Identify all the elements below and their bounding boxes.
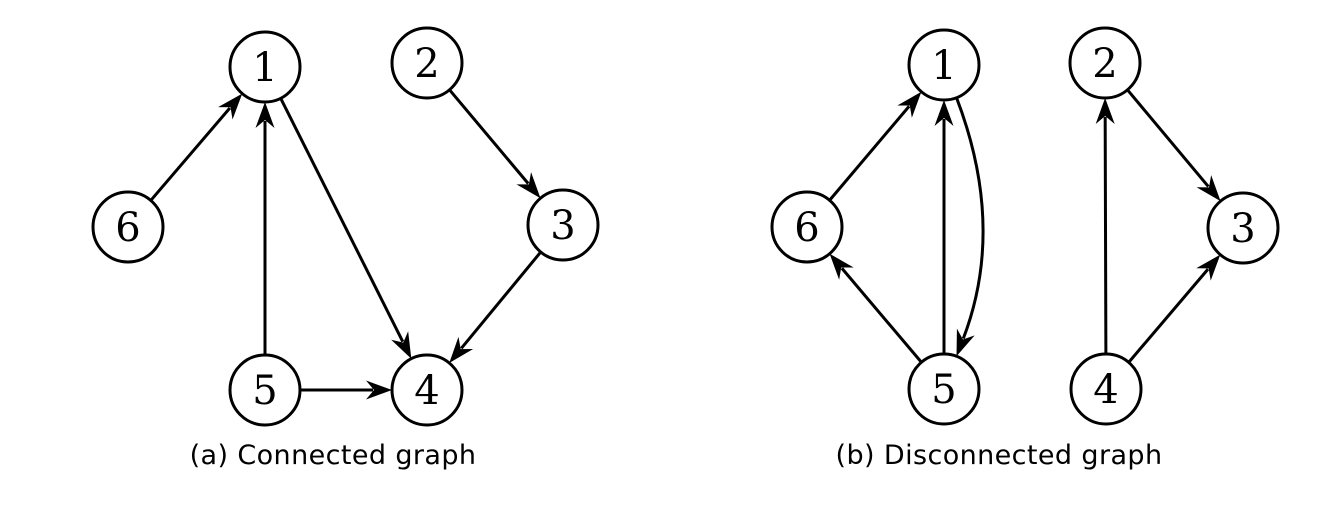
node-label-1: 1 bbox=[252, 45, 277, 91]
panel-b-caption: (b) Disconnected graph bbox=[835, 440, 1163, 471]
node-circle-5[interactable] bbox=[907, 352, 981, 426]
node-label-6: 6 bbox=[115, 205, 140, 251]
graph-node-3[interactable]: 3 bbox=[1206, 191, 1280, 265]
node-circle-1[interactable] bbox=[228, 30, 302, 104]
graph-node-2[interactable]: 2 bbox=[1068, 26, 1142, 100]
node-label-3: 3 bbox=[1230, 206, 1255, 252]
node-label-3: 3 bbox=[550, 203, 575, 249]
graph-node-5[interactable]: 5 bbox=[907, 352, 981, 426]
node-circle-2[interactable] bbox=[390, 26, 464, 100]
edge-3-to-4 bbox=[449, 251, 542, 363]
node-label-4: 4 bbox=[1093, 367, 1118, 413]
node-label-2: 2 bbox=[1092, 41, 1117, 87]
edge-6-to-1 bbox=[149, 93, 243, 202]
graph-node-3[interactable]: 3 bbox=[526, 188, 600, 262]
node-label-5: 5 bbox=[252, 368, 277, 414]
node-circle-1[interactable] bbox=[907, 28, 981, 102]
edge-1-to-5 bbox=[955, 97, 985, 357]
graph-panel-connected: 1 2 3 4 5 6 (a) Connected graph bbox=[91, 26, 600, 471]
graph-node-6[interactable]: 6 bbox=[91, 190, 165, 264]
graph-node-4[interactable]: 4 bbox=[1069, 352, 1143, 426]
edge-5-to-1 bbox=[255, 102, 275, 355]
node-circle-3[interactable] bbox=[526, 188, 600, 262]
node-label-5: 5 bbox=[931, 367, 956, 413]
edge-2-to-3 bbox=[448, 88, 541, 199]
graph-node-4[interactable]: 4 bbox=[390, 353, 464, 427]
node-circle-3[interactable] bbox=[1206, 191, 1280, 265]
node-circle-4[interactable] bbox=[390, 353, 464, 427]
node-label-1: 1 bbox=[931, 43, 956, 89]
graph-node-6[interactable]: 6 bbox=[770, 190, 844, 264]
node-label-4: 4 bbox=[414, 368, 439, 414]
disconnected-graph-diagram: 1 2 3 4 5 6 bbox=[770, 26, 1280, 426]
graph-node-2[interactable]: 2 bbox=[390, 26, 464, 100]
edge-2-to-3 bbox=[1126, 88, 1221, 202]
node-label-2: 2 bbox=[414, 41, 439, 87]
node-label-6: 6 bbox=[794, 205, 819, 251]
edge-4-to-3 bbox=[1127, 254, 1221, 364]
node-circle-4[interactable] bbox=[1069, 352, 1143, 426]
node-circle-5[interactable] bbox=[228, 353, 302, 427]
graph-node-5[interactable]: 5 bbox=[228, 353, 302, 427]
graph-node-1[interactable]: 1 bbox=[907, 28, 981, 102]
edge-1-to-4 bbox=[279, 97, 412, 359]
edge-4-to-2 bbox=[1095, 97, 1115, 355]
node-circle-6[interactable] bbox=[770, 190, 844, 264]
connected-graph-diagram: 1 2 3 4 5 6 bbox=[91, 26, 600, 427]
edge-6-to-1 bbox=[828, 91, 922, 202]
edge-5-to-1 bbox=[934, 100, 954, 354]
graph-node-1[interactable]: 1 bbox=[228, 30, 302, 104]
edge-5-to-6 bbox=[829, 253, 923, 364]
graph-panel-disconnected: 1 2 3 4 5 6 (b) Disconnected graph bbox=[666, 0, 1332, 520]
node-circle-2[interactable] bbox=[1068, 26, 1142, 100]
panel-a-caption: (a) Connected graph bbox=[189, 440, 477, 471]
node-circle-6[interactable] bbox=[91, 190, 165, 264]
edge-5-to-4 bbox=[300, 380, 392, 400]
